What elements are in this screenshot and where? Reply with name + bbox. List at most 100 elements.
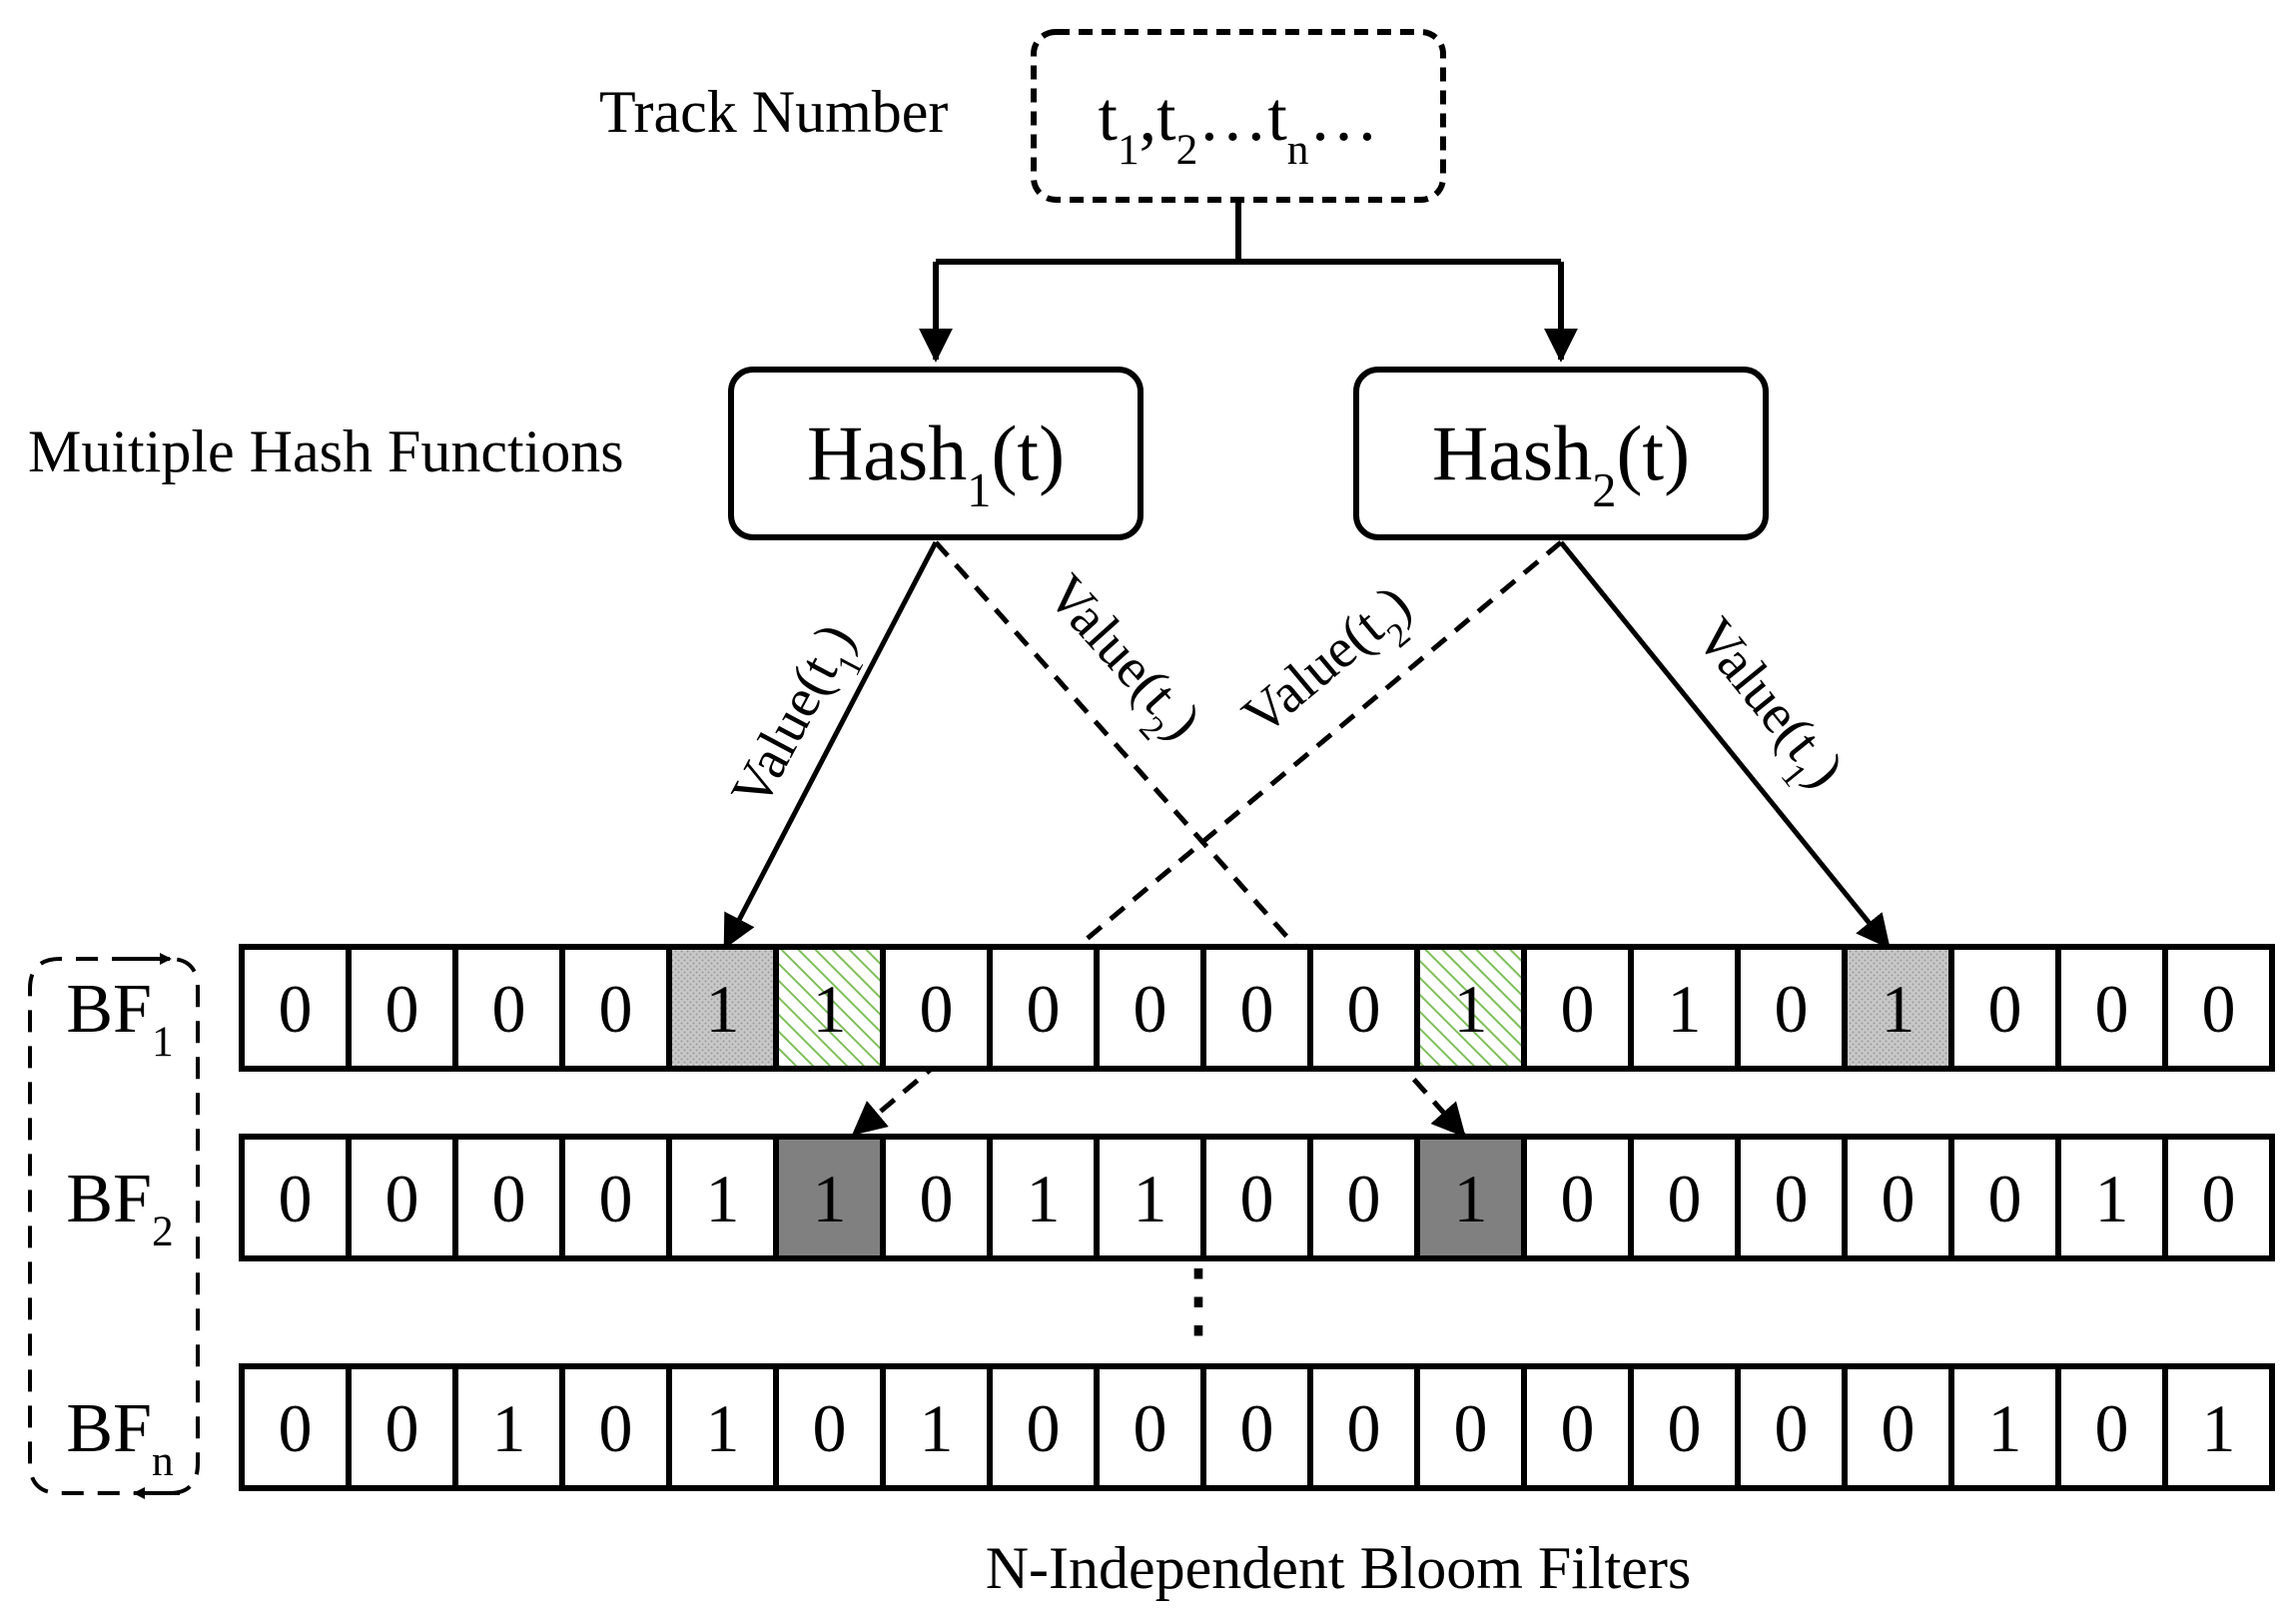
bit-cell xyxy=(1521,1363,1634,1491)
bit-cell xyxy=(1094,944,1206,1072)
bit-value: 0 xyxy=(279,1390,313,1466)
bit-cell xyxy=(1094,1134,1206,1261)
bit-value: 0 xyxy=(1454,1390,1488,1466)
text-part: t xyxy=(1099,79,1119,156)
bit-value: 0 xyxy=(1134,1390,1167,1466)
text-part: BF xyxy=(66,971,152,1048)
bit-value: 0 xyxy=(599,1390,633,1466)
bit-value: 0 xyxy=(1347,971,1381,1047)
text-tail: (t) xyxy=(1616,409,1690,496)
bit-value: 1 xyxy=(1668,971,1702,1047)
bit-cell xyxy=(666,1363,779,1491)
bit-value: 1 xyxy=(1454,1161,1488,1236)
bit-value: 0 xyxy=(1347,1390,1381,1466)
text-part: …t xyxy=(1197,79,1287,156)
bit-value: 1 xyxy=(706,1390,740,1466)
bit-value: 1 xyxy=(2202,1390,2236,1466)
bit-value: 0 xyxy=(599,1161,633,1236)
text-part: BF xyxy=(66,1390,152,1467)
bit-value: 1 xyxy=(813,1161,847,1236)
bit-cell xyxy=(452,1134,565,1261)
bit-value: 1 xyxy=(1882,971,1915,1047)
bit-value: 1 xyxy=(1027,1161,1061,1236)
hash-functions-label: Muitiple Hash Functions xyxy=(28,418,624,484)
bit-value: 0 xyxy=(813,1390,847,1466)
bit-value: 0 xyxy=(1668,1161,1702,1236)
text-part: Hash xyxy=(807,409,967,496)
edge-hash2-bf2 xyxy=(851,540,1563,1136)
track-number-label: Track Number xyxy=(599,79,948,145)
bloom-filter-label-n: BFn xyxy=(66,1390,174,1485)
bit-value: 0 xyxy=(2202,1161,2236,1236)
bit-cell xyxy=(559,1134,672,1261)
bit-value: 0 xyxy=(920,1161,954,1236)
edge-label-hash2-value-t2: Value(t2) xyxy=(1231,573,1432,759)
bit-value: 1 xyxy=(1988,1390,2022,1466)
bit-value: 0 xyxy=(1988,1161,2022,1236)
edge-label-hash1-value-t2: Value(t2) xyxy=(1024,563,1212,761)
text-part: BF xyxy=(66,1161,152,1237)
bit-value: 0 xyxy=(1240,1390,1274,1466)
hash-1-box xyxy=(728,367,1144,540)
text-part: Value(t xyxy=(1684,606,1834,771)
subscript: 1 xyxy=(152,1018,174,1066)
bit-value: 0 xyxy=(2095,971,2129,1047)
bit-value: 1 xyxy=(1134,1161,1167,1236)
subscript: 1 xyxy=(967,464,991,517)
bit-value: 0 xyxy=(2202,971,2236,1047)
bit-cell xyxy=(2055,1363,2168,1491)
bit-value: 1 xyxy=(1454,971,1488,1047)
bit-cell xyxy=(1628,944,1741,1072)
bit-value: 0 xyxy=(1775,971,1809,1047)
bit-cell xyxy=(1414,1134,1527,1261)
bit-cell xyxy=(2055,1134,2168,1261)
bit-value: 1 xyxy=(492,1390,526,1466)
bit-cell xyxy=(559,944,672,1072)
bit-cell xyxy=(1094,1363,1206,1491)
bit-value: 0 xyxy=(920,971,954,1047)
bit-cell xyxy=(1414,944,1527,1072)
bit-value: 0 xyxy=(1561,971,1595,1047)
bit-cell xyxy=(1200,1363,1313,1491)
hash-2-box xyxy=(1353,367,1769,540)
bit-value: 0 xyxy=(1240,1161,1274,1236)
text-tail: (t) xyxy=(991,409,1065,496)
bit-value: 0 xyxy=(279,1161,313,1236)
bit-value: 0 xyxy=(385,1161,419,1236)
text-part: Value(t xyxy=(1035,563,1189,725)
bit-value: 0 xyxy=(1240,971,1274,1047)
bit-value: 0 xyxy=(1668,1390,1702,1466)
bit-value: 1 xyxy=(2095,1161,2129,1236)
filter-cycle-bracket xyxy=(28,953,200,1499)
bit-value: 0 xyxy=(279,971,313,1047)
hash-2-label: Hash2(t) xyxy=(1432,409,1690,517)
bit-value: 0 xyxy=(1561,1390,1595,1466)
bit-value: 0 xyxy=(1882,1161,1915,1236)
bit-value: 0 xyxy=(492,1161,526,1236)
bit-cell xyxy=(1735,944,1848,1072)
bit-value: 0 xyxy=(1134,971,1167,1047)
track-sequence: t1,t2…tn… xyxy=(1099,79,1379,174)
subscript: 1 xyxy=(1118,126,1140,174)
bit-value: 0 xyxy=(1027,971,1061,1047)
subscript: n xyxy=(1287,126,1309,174)
bit-value: 1 xyxy=(920,1390,954,1466)
text-part: Hash xyxy=(1432,409,1592,496)
bit-cell xyxy=(1842,944,1954,1072)
subscript: 2 xyxy=(1176,126,1198,174)
edge-label-hash2-value-t1: Value(t1) xyxy=(1672,606,1856,808)
bit-value: 0 xyxy=(1027,1390,1061,1466)
bit-cell xyxy=(2162,1363,2275,1491)
bit-cell xyxy=(2162,1134,2275,1261)
bit-value: 0 xyxy=(1882,1390,1915,1466)
bit-cell xyxy=(773,1134,886,1261)
bit-value: 0 xyxy=(492,971,526,1047)
subscript: 2 xyxy=(152,1208,174,1255)
edge-hash2-bf1 xyxy=(1559,540,1891,950)
bit-cell xyxy=(1200,1134,1313,1261)
caption: N-Independent Bloom Filters xyxy=(986,1535,1692,1601)
